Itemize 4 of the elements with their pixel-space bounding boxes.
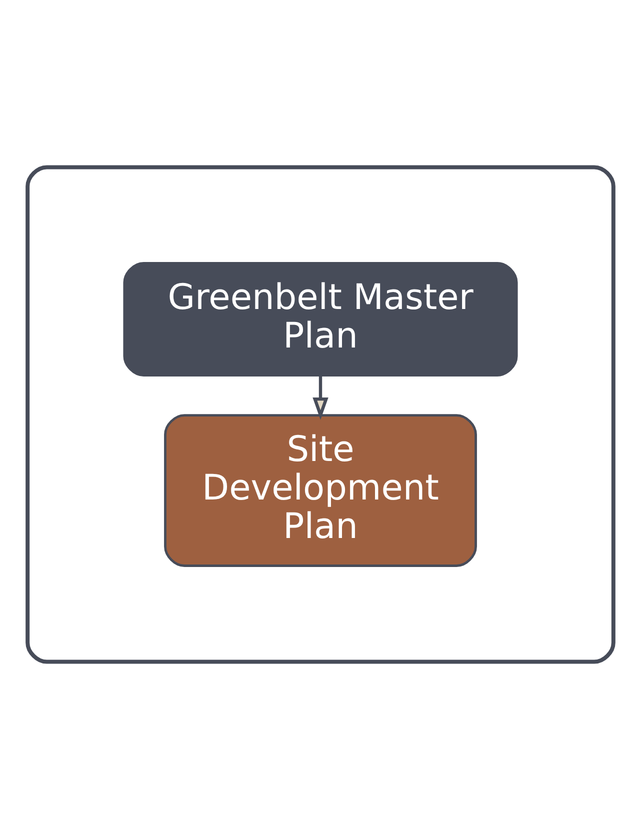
- node-box: Greenbelt Master Plan: [123, 262, 518, 376]
- node-box: Site Development Plan: [164, 414, 477, 567]
- arrow: [312, 375, 328, 420]
- cluster: [26, 165, 616, 664]
